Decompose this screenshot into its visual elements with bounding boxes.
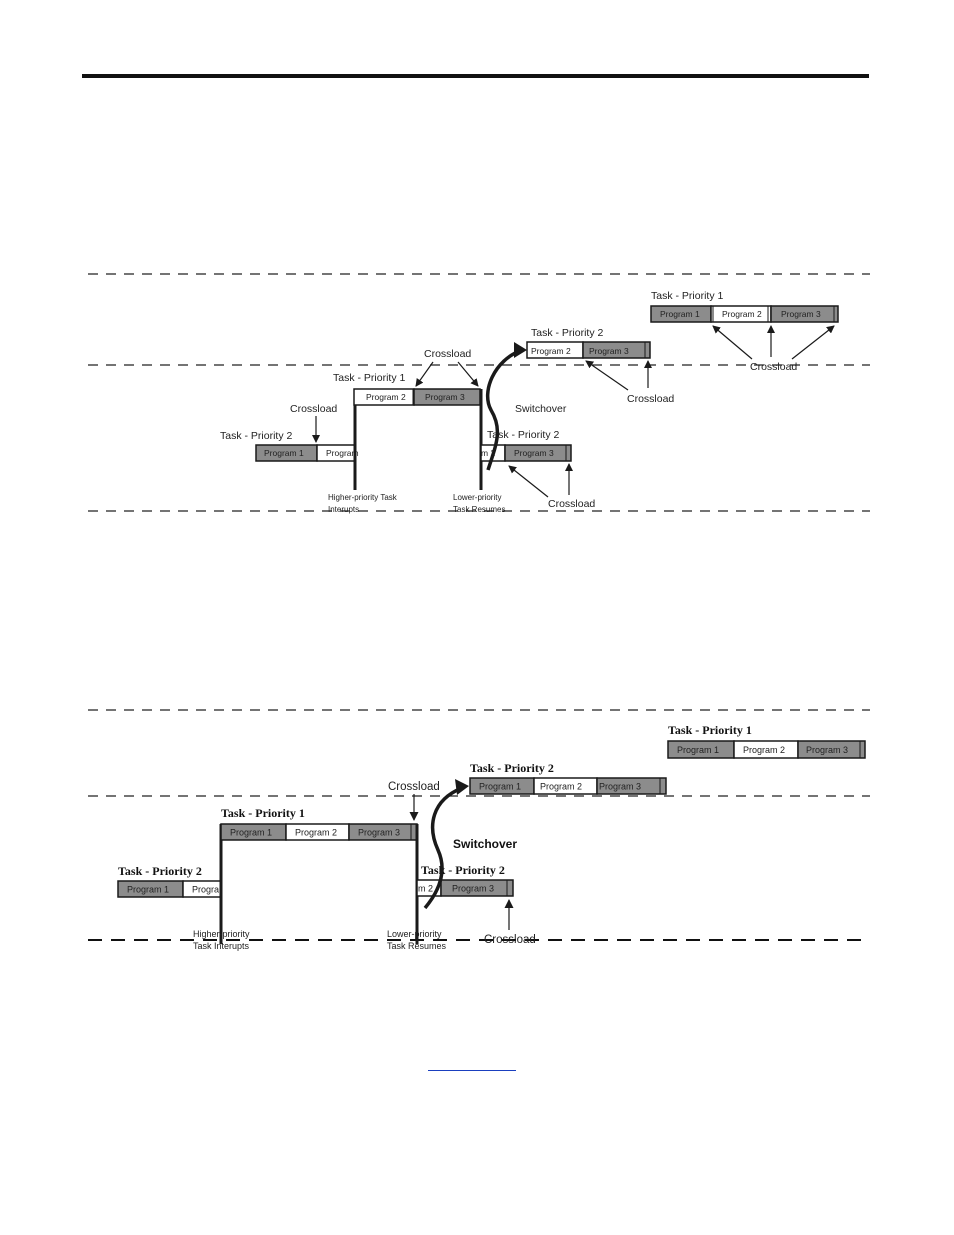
program-block (117, 880, 184, 898)
program-label: Program 1 (479, 782, 521, 792)
program-label: Program 1 (127, 885, 169, 895)
task-label: Task - Priority 2 (531, 327, 604, 339)
program-label: Program 2 (531, 346, 571, 356)
task-label: Task - Priority 1 (333, 372, 406, 384)
program-block (416, 879, 442, 897)
crossload-label: Crossload (290, 403, 337, 415)
crossload-arrow (712, 325, 753, 360)
program-block (504, 444, 572, 462)
program-label: Program 3 (781, 309, 821, 319)
program-block (667, 740, 735, 759)
program-label: Program 2 (743, 745, 785, 755)
crossload-label: Crossload (424, 348, 471, 360)
annotation-label: Higher-priority Task (328, 493, 398, 502)
crossload-arrow (585, 360, 629, 391)
program-block (596, 777, 667, 795)
program-label: Program 3 (589, 346, 629, 356)
program-block (582, 341, 651, 359)
crossload-arrow (415, 361, 434, 387)
program-block (220, 823, 287, 841)
annotation-label: Task Resumes (387, 941, 447, 951)
program-label: Program (326, 448, 359, 458)
program-block (469, 777, 535, 795)
annotation-label: Task Interupts (193, 941, 250, 951)
crossload-label: Crossload (388, 781, 440, 793)
task-label: Task - Priority 2 (220, 430, 293, 442)
task-label: Task - Priority 2 (470, 761, 554, 775)
program-label: m 2 (481, 448, 495, 458)
program-label: Program 2 (295, 828, 337, 838)
annotation-label: Lower-priority (387, 929, 442, 939)
program-label: Program 1 (264, 448, 304, 458)
program-block (182, 880, 222, 898)
program-label: Program 3 (806, 745, 848, 755)
task-timing-diagram-top: Task - Priority 2 Program 1 Program High… (88, 273, 870, 514)
annotation-label: Interupts (328, 505, 359, 514)
task-label: Task - Priority 2 (487, 429, 560, 441)
annotation-label: Higher-priority (193, 929, 250, 939)
program-block (440, 879, 514, 897)
program-label: Program 1 (230, 828, 272, 838)
task-label: Task - Priority 2 (118, 864, 202, 878)
task-label: Task - Priority 1 (651, 290, 724, 302)
switchover-label: Switchover (515, 403, 567, 415)
crossload-label: Crossload (750, 361, 797, 373)
program-block (348, 823, 418, 841)
program-label: Program 3 (452, 884, 494, 894)
switchover-arrow (485, 348, 523, 471)
program-block (733, 740, 799, 759)
program-label: Program 2 (366, 392, 406, 402)
program-label: Program 3 (425, 392, 465, 402)
program-block (770, 305, 839, 323)
program-label: Program 2 (540, 782, 582, 792)
program-block (285, 823, 350, 841)
task-label: Task - Priority 2 (421, 863, 505, 877)
program-label: Program 2 (722, 309, 762, 319)
annotation-label: Task Resumes (453, 505, 505, 514)
program-label: Program 3 (514, 448, 554, 458)
crossload-label: Crossload (484, 934, 536, 946)
program-label: Program 3 (599, 782, 641, 792)
switchover-arrowhead (514, 342, 527, 358)
hyperlink-underline[interactable] (428, 1070, 516, 1071)
task-label: Task - Priority 1 (221, 806, 305, 820)
program-label: Progra (192, 885, 219, 895)
program-label: m 2 (418, 884, 433, 894)
switchover-label: Switchover (453, 837, 517, 851)
program-label: Program 1 (677, 745, 719, 755)
page-header-rule (82, 74, 869, 78)
switchover-arrow (423, 786, 463, 910)
program-block (533, 777, 598, 795)
crossload-label: Crossload (627, 393, 674, 405)
program-label: Program 1 (660, 309, 700, 319)
crossload-arrow (457, 361, 479, 387)
crossload-arrow (791, 325, 835, 360)
program-block (797, 740, 866, 759)
program-label: Program 3 (358, 828, 400, 838)
task-label: Task - Priority 1 (668, 723, 752, 737)
annotation-label: Lower-priority (453, 493, 501, 502)
crossload-label: Crossload (548, 498, 595, 510)
crossload-arrow (508, 465, 549, 498)
switchover-arrowhead (455, 779, 469, 795)
